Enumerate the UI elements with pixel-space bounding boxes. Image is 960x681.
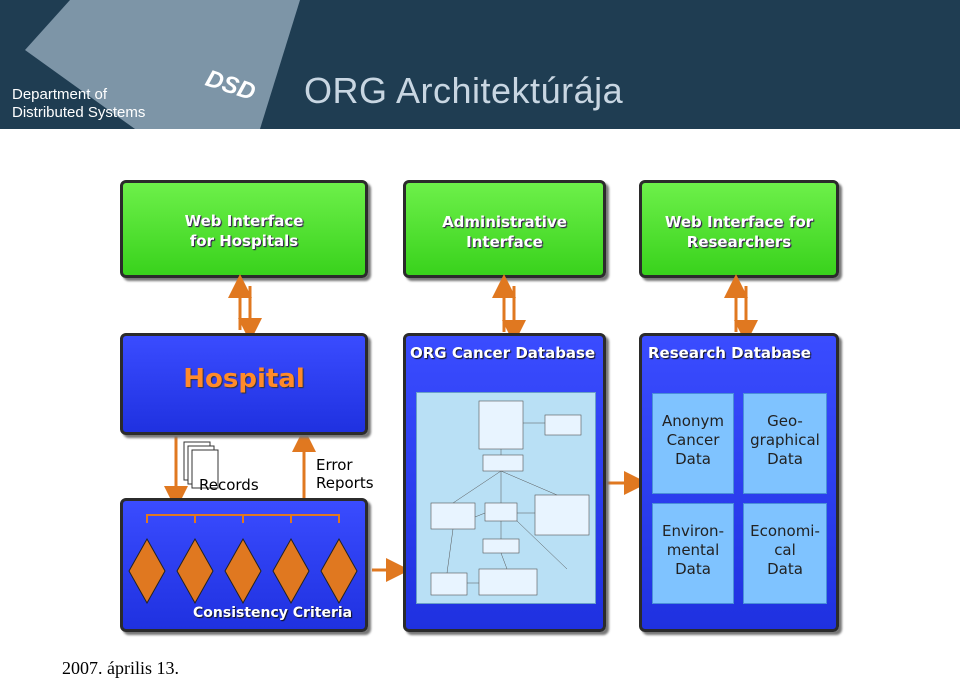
- cell-line: Data: [767, 560, 803, 578]
- geographical-data-cell: Geo- graphical Data: [743, 393, 827, 494]
- criterion-diamond: [224, 537, 262, 605]
- consistency-criteria-box: Consistency Criteria: [120, 498, 368, 632]
- department-line-1: Department of: [12, 86, 108, 103]
- box-label-line-1: Web Interface for: [664, 213, 814, 231]
- research-database-box: Research Database Anonym Cancer Data Geo…: [639, 333, 839, 632]
- cell-line: Economi-: [750, 522, 820, 540]
- cell-line: Data: [675, 450, 711, 468]
- cell-line: mental: [666, 541, 720, 559]
- criterion-diamond: [176, 537, 214, 605]
- cell-line: Environ-: [662, 522, 724, 540]
- arrow-researchers-researchdb: [724, 274, 758, 344]
- cell-line: Data: [675, 560, 711, 578]
- box-label-line-1: Administrative: [442, 213, 567, 231]
- box-label-line-2: for Hospitals: [189, 232, 299, 250]
- box-label-line-2: Interface: [466, 233, 543, 251]
- web-interface-hospitals-box: Web Interface for Hospitals: [120, 180, 368, 278]
- consistency-criteria-label: Consistency Criteria: [193, 605, 353, 621]
- cell-line: Data: [767, 450, 803, 468]
- box-label-line-2: Researchers: [686, 233, 792, 251]
- criterion-diamond: [272, 537, 310, 605]
- box-label-line-1: Web Interface: [184, 212, 304, 230]
- environmental-data-cell: Environ- mental Data: [652, 503, 734, 604]
- page-title: ORG Architektúrája: [304, 70, 624, 111]
- footer-date: 2007. április 13.: [62, 658, 179, 678]
- arrow-admin-orgdb: [492, 274, 526, 344]
- org-db-title: ORG Cancer Database: [410, 344, 596, 362]
- arrow-hospital-web: [228, 274, 262, 342]
- administrative-interface-box: Administrative Interface: [403, 180, 606, 278]
- cell-line: graphical: [750, 431, 820, 449]
- error-reports-line-2: Reports: [316, 474, 374, 492]
- cell-line: Anonym: [662, 412, 724, 430]
- anonym-cancer-data-cell: Anonym Cancer Data: [652, 393, 734, 494]
- uml-schema: [430, 400, 590, 596]
- department-line-2: Distributed Systems: [12, 104, 146, 121]
- error-reports-label: Error Reports: [316, 456, 374, 492]
- department-name: Department of Distributed Systems: [12, 86, 145, 122]
- error-reports-line-1: Error: [316, 456, 353, 474]
- uml-schema-diagram: [416, 392, 596, 604]
- hospital-box: Hospital: [120, 333, 368, 435]
- org-cancer-database-box: ORG Cancer Database: [403, 333, 606, 632]
- cell-line: cal: [774, 541, 796, 559]
- records-label: Records: [199, 476, 259, 494]
- research-db-title: Research Database: [648, 344, 811, 362]
- economical-data-cell: Economi- cal Data: [743, 503, 827, 604]
- cell-line: Geo-: [767, 412, 803, 430]
- consistency-diamonds: [128, 514, 358, 605]
- hospital-title: Hospital: [183, 364, 305, 394]
- cell-line: Cancer: [666, 431, 720, 449]
- header-stripe: [25, 0, 300, 129]
- criterion-diamond: [320, 537, 358, 605]
- criterion-diamond: [128, 537, 166, 605]
- header-bar: Department of Distributed Systems DSD OR…: [0, 0, 960, 129]
- records-icon: [183, 441, 219, 489]
